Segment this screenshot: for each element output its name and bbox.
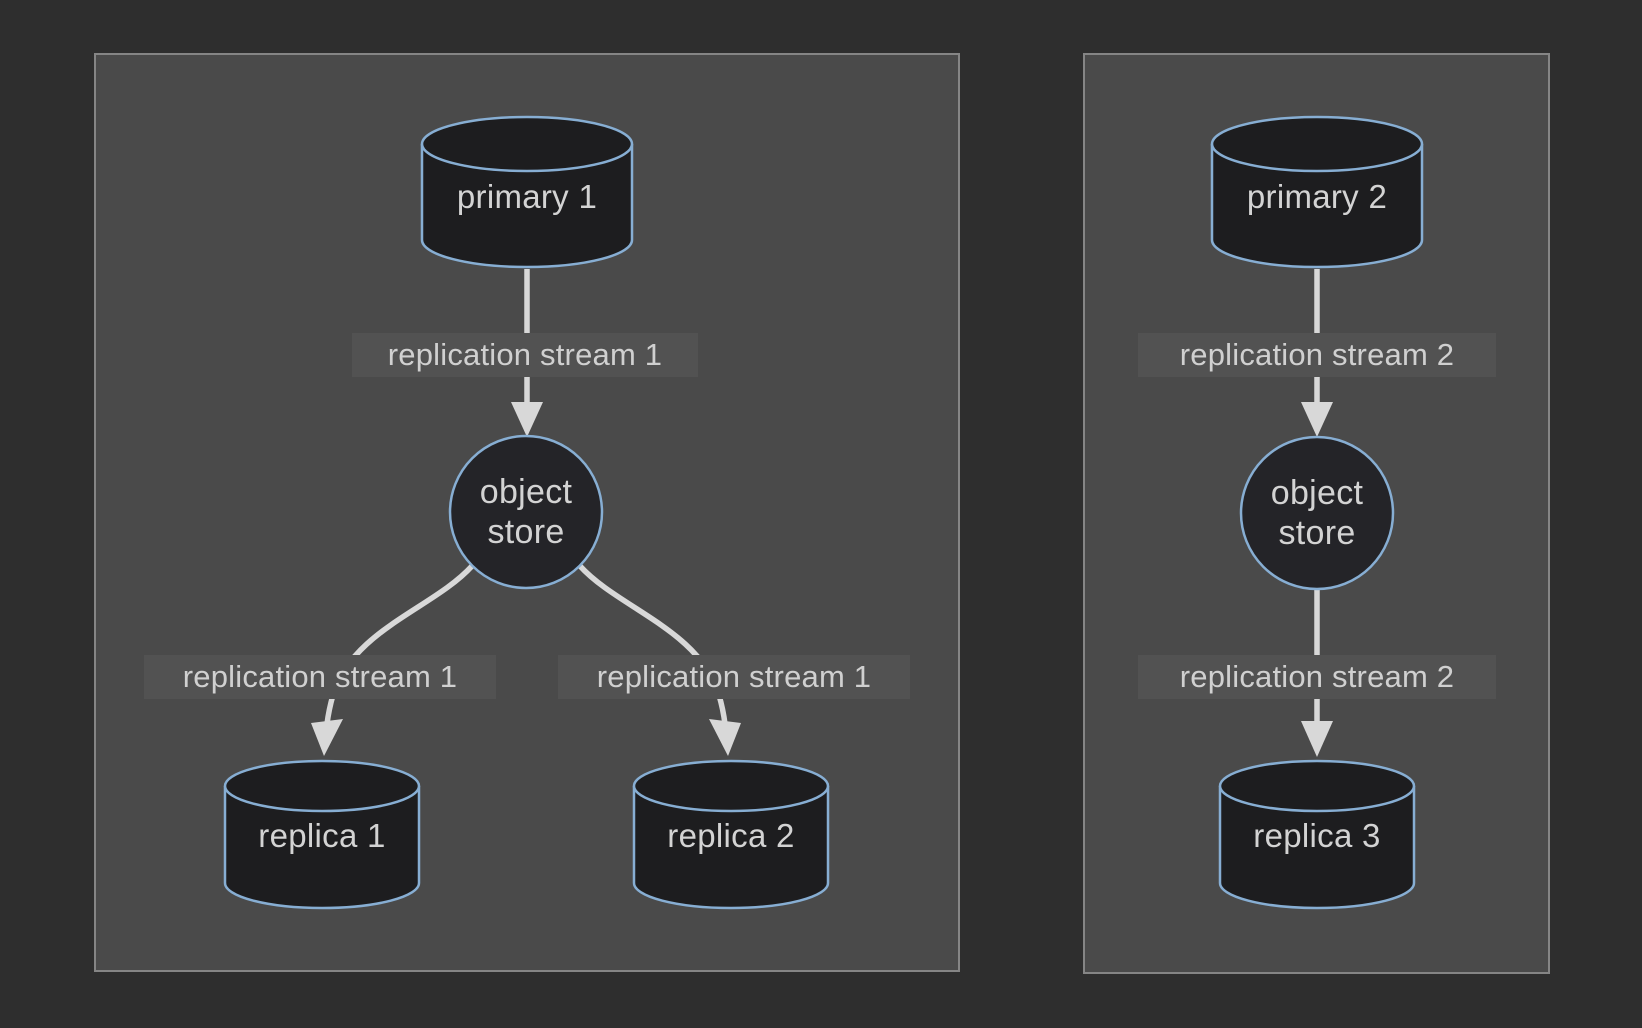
database-cylinder-replica3 xyxy=(1218,759,1416,910)
arrowhead-primary2-to-store-icon xyxy=(1301,402,1333,437)
stream-label-panel1-top: replication stream 1 xyxy=(352,333,698,377)
primary2-label: primary 2 xyxy=(1246,178,1388,215)
replica3-label: replica 3 xyxy=(1253,817,1381,854)
database-cylinder-replica1 xyxy=(223,759,421,910)
database-cylinder-primary2 xyxy=(1210,115,1424,269)
arrow-store-to-replica2 xyxy=(577,564,728,725)
object-store-circle-2 xyxy=(1239,435,1395,591)
database-cylinder-primary1 xyxy=(420,115,634,269)
replica2-label: replica 2 xyxy=(667,817,795,854)
stream-label-panel2-bottom: replication stream 2 xyxy=(1138,655,1496,699)
primary1-label: primary 1 xyxy=(456,178,598,215)
arrowhead-store-to-replica3-icon xyxy=(1301,721,1333,757)
stream-label-panel2-top: replication stream 2 xyxy=(1138,333,1496,377)
arrowhead-primary1-to-store-icon xyxy=(511,402,543,437)
database-cylinder-replica2 xyxy=(632,759,830,910)
stream-label-panel1-bottom-right: replication stream 1 xyxy=(558,655,910,699)
stream-label-panel1-bottom-left: replication stream 1 xyxy=(144,655,496,699)
arrowhead-store-to-replica1-icon xyxy=(311,719,343,756)
replica1-label: replica 1 xyxy=(258,817,386,854)
arrow-store-to-replica1 xyxy=(324,564,475,725)
object-store1-label: object store xyxy=(479,472,573,551)
object-store2-label: object store xyxy=(1270,473,1364,552)
arrowhead-store-to-replica2-icon xyxy=(709,719,741,756)
object-store-circle-1 xyxy=(448,434,604,590)
